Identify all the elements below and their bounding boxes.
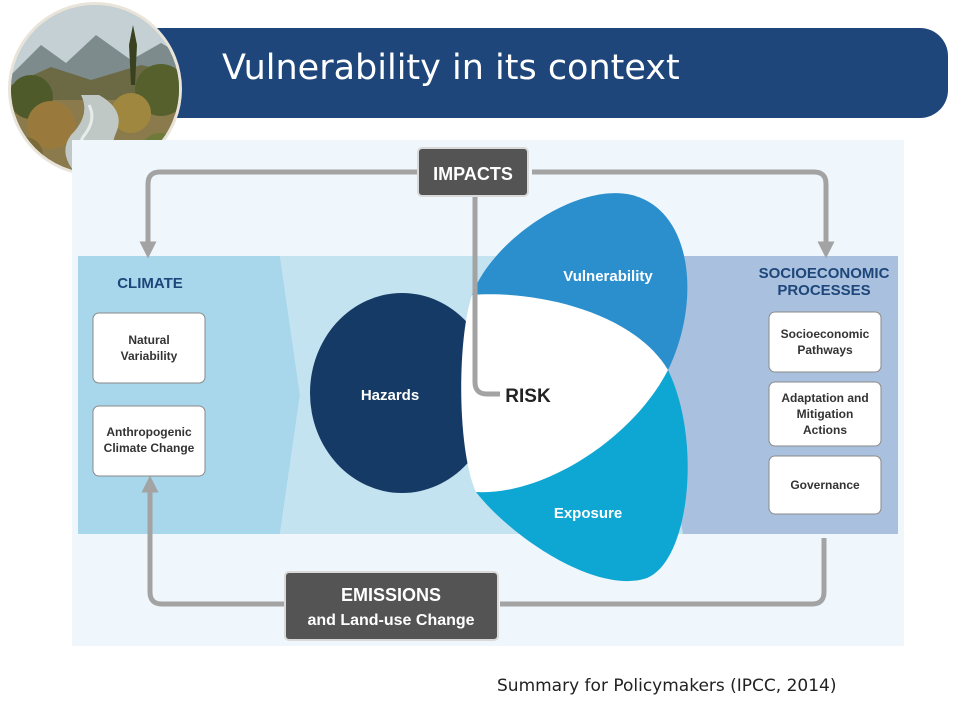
hazards-label: Hazards — [361, 387, 419, 404]
vulnerability-petal — [472, 193, 688, 370]
emissions-to-climate-arrow — [141, 475, 355, 607]
hazards-petal — [310, 293, 494, 493]
climate-panel — [78, 256, 300, 534]
natural-variability-box — [92, 312, 206, 384]
adaptation-line2: Mitigation — [797, 407, 854, 421]
risk-core — [461, 294, 668, 493]
natural-variability-line1: Natural — [128, 333, 169, 347]
exposure-label: Exposure — [554, 505, 622, 522]
vulnerability-label: Vulnerability — [563, 268, 653, 285]
socioeconomic-pathways-box — [768, 311, 882, 373]
title-bar — [150, 28, 948, 118]
exposure-petal — [476, 370, 688, 582]
socioeconomic-pathways-line2: Pathways — [797, 343, 853, 357]
climate-heading: CLIMATE — [117, 275, 183, 292]
anthropogenic-box — [92, 405, 206, 477]
emissions-line2: and Land-use Change — [307, 612, 474, 629]
source-caption: Summary for Policymakers (IPCC, 2014) — [497, 676, 837, 696]
emissions-box — [284, 571, 499, 641]
governance-box — [768, 455, 882, 515]
adaptation-line3: Actions — [803, 423, 847, 437]
socio-to-emissions-line — [500, 538, 827, 607]
impacts-box — [417, 147, 529, 197]
emissions-line1: EMISSIONS — [341, 585, 441, 605]
socio-heading-line2: PROCESSES — [777, 282, 870, 299]
socio-heading-line1: SOCIOECONOMIC — [759, 265, 890, 282]
risk-framework-diagram: IMPACTS CLIMATE Natural Variability Anth… — [72, 140, 904, 646]
governance-label: Governance — [790, 478, 860, 492]
natural-variability-line2: Variability — [121, 349, 178, 363]
impacts-to-socio-arrow — [532, 169, 835, 259]
anthropogenic-line2: Climate Change — [104, 441, 195, 455]
adaptation-line1: Adaptation and — [781, 391, 868, 405]
impacts-to-climate-arrow — [139, 169, 418, 259]
risk-label: RISK — [505, 386, 551, 407]
socioeconomic-pathways-line1: Socioeconomic — [781, 327, 870, 341]
impacts-to-risk-connector — [472, 192, 500, 397]
slide-title: Vulnerability in its context — [222, 48, 680, 88]
anthropogenic-line1: Anthropogenic — [106, 425, 192, 439]
impacts-label: IMPACTS — [433, 164, 513, 184]
adaptation-box — [768, 381, 882, 447]
river-landscape-photo — [8, 2, 182, 176]
